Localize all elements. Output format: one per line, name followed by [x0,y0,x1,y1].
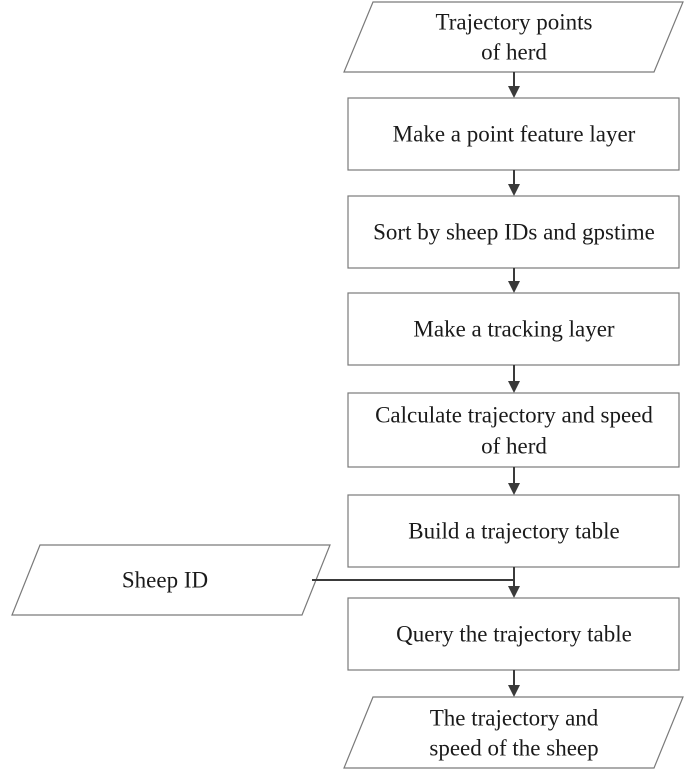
sheep-id-shape [11,544,331,616]
calculate-trajectory-box [347,392,680,468]
calculate-trajectory-label-line2: of herd [481,434,547,459]
query-table-node: Query the trajectory table [347,597,680,671]
query-table-box [347,597,680,671]
make-point-layer-box [347,97,680,171]
sheep-id-node: Sheep ID [11,544,331,616]
calculate-trajectory-label-line1: Calculate trajectory and speed [375,403,653,428]
input-trajectory-points-shape [343,1,684,73]
build-table-label: Build a trajectory table [408,519,619,544]
sheep-id-label: Sheep ID [122,568,208,593]
output-node: The trajectory and speed of the sheep [343,696,684,769]
output-shape [343,696,684,769]
make-tracking-layer-node: Make a tracking layer [347,292,680,366]
query-table-label: Query the trajectory table [396,622,632,647]
input-trajectory-points-label-line1: Trajectory points [436,10,593,35]
output-label-line1: The trajectory and [430,706,599,731]
arrow-input-to-point-layer [508,72,520,98]
input-trajectory-points-node: Trajectory points of herd [343,1,684,73]
make-point-layer-node: Make a point feature layer [347,97,680,171]
make-tracking-layer-box [347,292,680,366]
arrow-merge-to-query [312,567,520,598]
build-table-node: Build a trajectory table [347,494,680,568]
sort-by-ids-box [347,195,680,269]
make-point-layer-label: Make a point feature layer [393,122,636,147]
arrow-sort-to-tracking-layer [508,268,520,293]
input-trajectory-points-label-line2: of herd [481,40,547,65]
sort-by-ids-node: Sort by sheep IDs and gpstime [347,195,680,269]
make-tracking-layer-label: Make a tracking layer [413,317,614,342]
output-label-line2: speed of the sheep [429,736,598,761]
build-table-box [347,494,680,568]
arrow-calculate-to-build-table [508,467,520,495]
arrow-tracking-to-calculate [508,365,520,393]
arrow-query-to-output [508,670,520,697]
calculate-trajectory-node: Calculate trajectory and speed of herd [347,392,680,468]
sort-by-ids-label: Sort by sheep IDs and gpstime [373,220,655,245]
arrow-point-layer-to-sort [508,170,520,196]
